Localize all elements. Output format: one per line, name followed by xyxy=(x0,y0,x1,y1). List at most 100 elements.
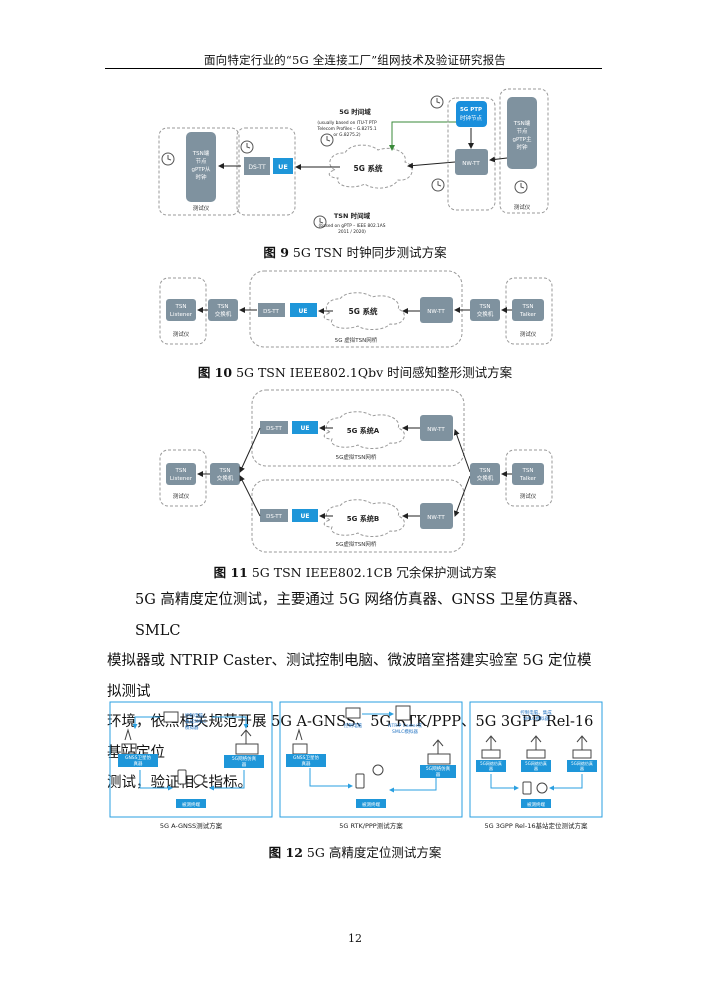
svg-text:5G网络仿真: 5G网络仿真 xyxy=(480,760,502,766)
tsn-end-node-line3: gPTP从 xyxy=(192,167,211,173)
tsn-end-node-left xyxy=(186,132,216,202)
svg-text:测试仪: 测试仪 xyxy=(520,492,537,500)
svg-text:UE: UE xyxy=(301,425,310,432)
svg-text:2011 / 2020): 2011 / 2020) xyxy=(338,229,366,235)
device-under-test-box xyxy=(356,799,386,808)
sync-path xyxy=(389,121,456,151)
svg-text:5G虚拟TSN网桥: 5G虚拟TSN网桥 xyxy=(336,453,377,461)
svg-text:被测终端: 被测终端 xyxy=(527,801,545,808)
svg-text:测试仪: 测试仪 xyxy=(173,492,190,500)
ds-tt-box-a xyxy=(260,421,288,434)
svg-text:测试仪: 测试仪 xyxy=(520,330,537,338)
svg-text:器: 器 xyxy=(436,772,441,778)
svg-text:TSN: TSN xyxy=(219,468,231,474)
svg-text:集成SMLC: 集成SMLC xyxy=(185,718,206,725)
svg-text:GNSS卫星仿: GNSS卫星仿 xyxy=(293,754,320,761)
svg-text:被测终端: 被测终端 xyxy=(182,801,200,808)
svg-text:被测终端: 被测终端 xyxy=(362,801,380,808)
nw-tt-box-b xyxy=(420,503,453,529)
svg-text:TSN端: TSN端 xyxy=(513,119,531,127)
antenna-icon xyxy=(485,735,497,750)
5g-system-label: 5G 系统 xyxy=(354,163,383,173)
svg-text:5G 系统B: 5G 系统B xyxy=(347,514,379,523)
svg-text:TSN: TSN xyxy=(175,304,187,310)
svg-text:器: 器 xyxy=(489,766,493,771)
svg-text:UE: UE xyxy=(299,308,308,315)
svg-text:DS-TT: DS-TT xyxy=(266,514,282,520)
svg-text:控制电脑、集成: 控制电脑、集成 xyxy=(520,709,552,716)
svg-text:SMLC模拟器: SMLC模拟器 xyxy=(392,728,418,735)
svg-text:器: 器 xyxy=(534,766,538,771)
svg-text:(usually based on ITU-T PTP: (usually based on ITU-T PTP xyxy=(317,120,377,126)
svg-text:DS-TT: DS-TT xyxy=(263,309,279,315)
figure-11-diagram: TSN Listener 测试仪 TSN 交换机 DS-TT UE 5G 系统A… xyxy=(159,389,553,553)
svg-text:NW-TT: NW-TT xyxy=(462,161,480,167)
svg-text:真器: 真器 xyxy=(134,760,143,767)
svg-text:5G PTP: 5G PTP xyxy=(460,107,482,113)
svg-text:TSN: TSN xyxy=(217,304,229,310)
figure-9-caption: 图 9 5G TSN 时钟同步测试方案 xyxy=(263,245,447,260)
svg-text:Listener: Listener xyxy=(170,476,193,482)
panel-rel16-label: 5G 3GPP Rel-16基站定位测试方案 xyxy=(485,821,588,830)
panel-rtk-label: 5G RTK/PPP测试方案 xyxy=(339,821,403,830)
ue-box-b xyxy=(292,509,318,522)
robot-icon xyxy=(372,764,384,776)
panel-a-gnss xyxy=(109,701,273,818)
svg-text:控制电脑: 控制电脑 xyxy=(344,722,362,729)
keyboard-icon xyxy=(235,743,259,755)
tsn-listener-box xyxy=(166,463,196,485)
5g-system-cloud xyxy=(328,144,413,189)
svg-text:5G网络仿真: 5G网络仿真 xyxy=(426,765,451,772)
phone-icon xyxy=(522,781,532,795)
ptp-node-box xyxy=(456,101,487,127)
ue-box xyxy=(273,158,293,174)
5g-time-domain-label: 5G 时间域 xyxy=(339,107,371,116)
figure-9-diagram: DS-TT UE TSN端 节点 gPTP从 时钟 测试仪 5G 系统 5G 时… xyxy=(158,88,549,235)
svg-text:模拟器: 模拟器 xyxy=(185,724,199,731)
svg-text:TSN: TSN xyxy=(522,468,534,474)
phone-icon xyxy=(177,769,187,785)
tsn-time-domain-label: TSN 时间域 xyxy=(334,211,371,220)
panel-rtk-ppp xyxy=(279,701,463,818)
svg-text:测试仪: 测试仪 xyxy=(173,330,190,338)
svg-text:or G.8275.2): or G.8275.2) xyxy=(333,132,360,138)
robot-icon xyxy=(193,774,205,786)
nw-tt-box-a xyxy=(420,415,453,441)
network-simulator-box xyxy=(420,765,456,778)
tsn-end-node-line1: TSN端 xyxy=(192,149,210,157)
svg-text:时钟节点: 时钟节点 xyxy=(460,114,483,122)
svg-text:节点: 节点 xyxy=(516,127,528,135)
tsn-talker-box xyxy=(512,463,544,485)
svg-text:TSN: TSN xyxy=(479,468,491,474)
svg-text:5G网络仿真: 5G网络仿真 xyxy=(232,755,257,762)
svg-text:5G网络仿真: 5G网络仿真 xyxy=(525,760,547,766)
5g-system-b-cloud xyxy=(323,499,405,537)
figure-12-diagram: 控制电脑、 集成SMLC 模拟器 GNSS卫星仿 真器 5G网络仿真 器 被测终… xyxy=(109,701,603,830)
satellite-icon xyxy=(292,728,308,755)
running-header: 面向特定行业的“5G 全连接工厂”组网技术及验证研究报告 xyxy=(203,53,506,67)
svg-text:TSN: TSN xyxy=(479,304,491,310)
svg-text:NW-TT: NW-TT xyxy=(427,427,445,433)
robot-icon xyxy=(536,782,548,794)
svg-text:UE: UE xyxy=(301,513,310,520)
svg-text:Telecom Profiles – G.8275.1: Telecom Profiles – G.8275.1 xyxy=(316,126,376,132)
ds-tt-box xyxy=(244,157,270,175)
figure-12-caption: 图 12 5G 高精度定位测试方案 xyxy=(268,845,442,860)
antenna-icon xyxy=(240,729,252,744)
svg-text:交换机: 交换机 xyxy=(215,310,232,318)
tsn-switch-left-box xyxy=(208,299,238,321)
ds-tt-label: DS-TT xyxy=(248,164,266,171)
svg-text:(based on gPTP – IEEE 802.1AS: (based on gPTP – IEEE 802.1AS xyxy=(319,223,386,229)
svg-text:5G网络仿真: 5G网络仿真 xyxy=(571,760,593,766)
svg-text:NW-TT: NW-TT xyxy=(427,515,445,521)
ue-box xyxy=(290,303,317,317)
tsn-end-node-line2: 节点 xyxy=(195,157,207,165)
svg-text:交换机: 交换机 xyxy=(477,474,494,482)
header-rule xyxy=(105,68,602,69)
virtual-bridge-region xyxy=(249,270,463,348)
panel-rel16 xyxy=(469,701,603,818)
svg-text:Listener: Listener xyxy=(170,312,193,318)
svg-text:TSN: TSN xyxy=(522,304,534,310)
keyboard-icon xyxy=(427,753,451,765)
